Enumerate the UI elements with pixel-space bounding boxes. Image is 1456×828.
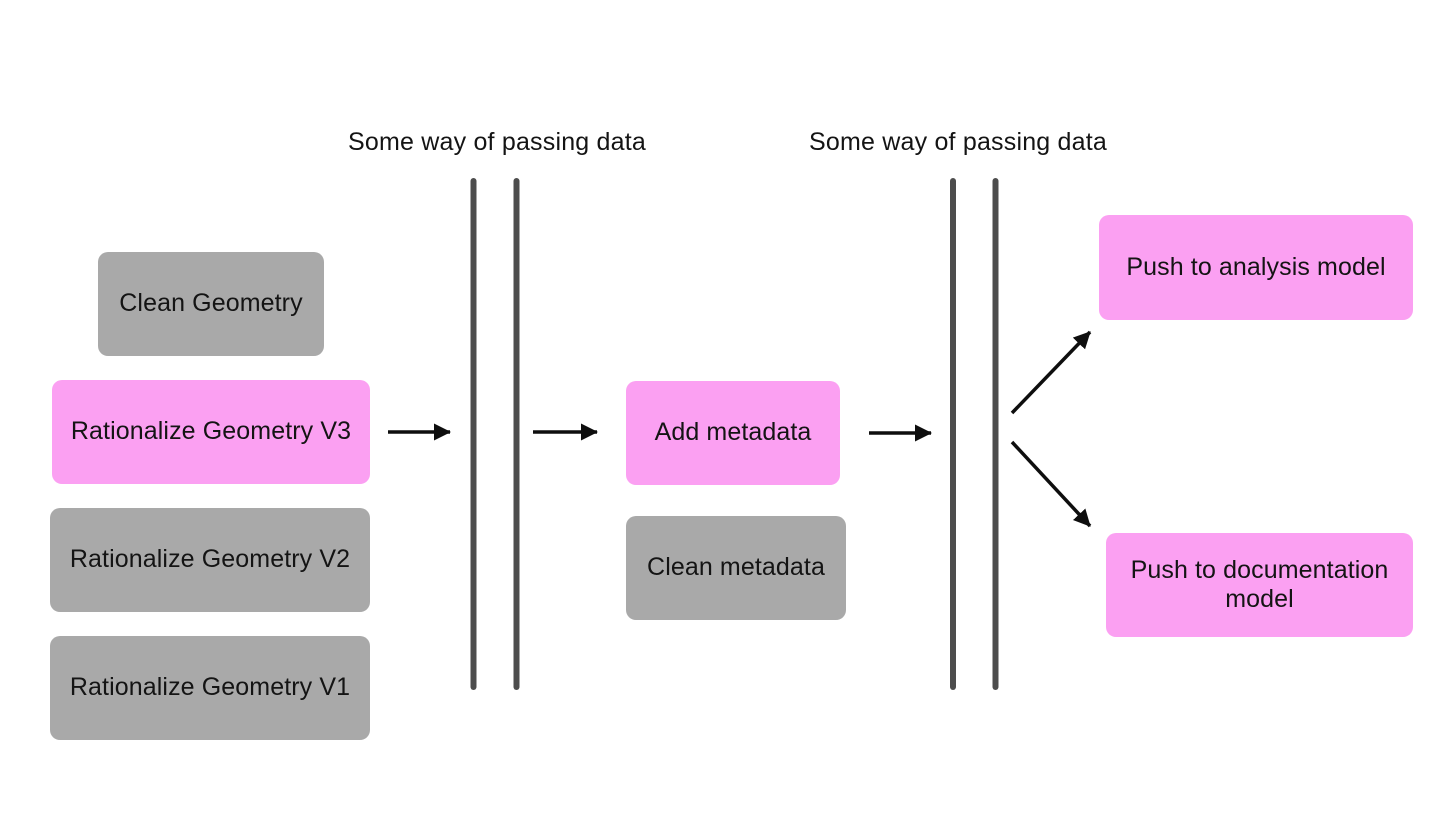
node-label: Clean Geometry [119,289,303,318]
node-rationalize-geometry-v3: Rationalize Geometry V3 [52,380,370,484]
node-clean-metadata: Clean metadata [626,516,846,620]
node-label: Push to documentation model [1130,555,1389,614]
node-label: Rationalize Geometry V1 [69,673,351,702]
node-clean-geometry: Clean Geometry [98,252,324,356]
node-label: Push to analysis model [1126,252,1386,281]
node-rationalize-geometry-v1: Rationalize Geometry V1 [50,636,370,740]
node-push-to-documentation-model: Push to documentation model [1106,533,1413,637]
node-label: Rationalize Geometry V2 [69,545,351,574]
node-rationalize-geometry-v2: Rationalize Geometry V2 [50,508,370,612]
flow-arrow-to-documentation-model [1010,440,1092,528]
node-label: Clean metadata [647,553,825,582]
node-add-metadata: Add metadata [626,381,840,485]
node-label: Rationalize Geometry V3 [70,417,352,446]
node-label: Add metadata [654,418,812,447]
barrier-label-1: Some way of passing data [347,128,647,156]
node-push-to-analysis-model: Push to analysis model [1099,215,1413,320]
flow-arrow-to-analysis-model [1010,330,1092,415]
barrier-label-2: Some way of passing data [808,128,1108,156]
